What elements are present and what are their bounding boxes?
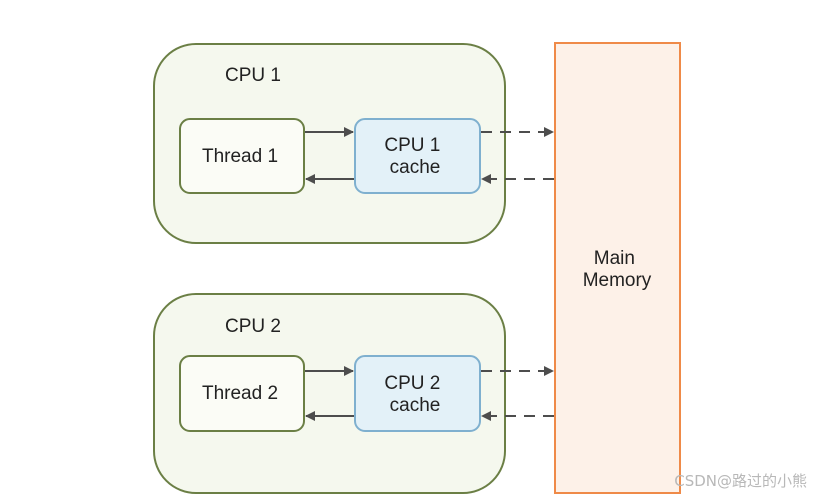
- main-memory: Main Memory: [554, 42, 681, 494]
- cpu2-group: CPU 2 Thread 2 CPU 2 cache: [153, 293, 554, 494]
- thread1-label: Thread 1: [202, 146, 278, 167]
- cpu1-cache-label-line-1: CPU 1: [384, 135, 440, 156]
- main-memory-label-line-1: Main: [594, 248, 635, 269]
- cpu1-cache-label-line-2: cache: [390, 157, 441, 178]
- cpu1-title: CPU 1: [225, 65, 281, 86]
- cpu2-cache-label-line-1: CPU 2: [384, 373, 440, 394]
- watermark-text: CSDN@路过的小熊: [674, 472, 807, 490]
- thread1-box: [179, 118, 305, 194]
- cpu2-container: [153, 293, 506, 494]
- cpu1-cache-label: CPU 1 cache: [384, 135, 445, 178]
- main-memory-label: Main Memory: [583, 248, 652, 291]
- thread2-box: [179, 355, 305, 432]
- cpu2-cache-label: CPU 2 cache: [384, 373, 445, 416]
- cpu2-cache-label-line-2: cache: [390, 395, 441, 416]
- cpu1-group: CPU 1 Thread 1 CPU 1 cache: [153, 43, 554, 244]
- thread2-label: Thread 2: [202, 383, 278, 404]
- main-memory-box: [554, 42, 681, 494]
- main-memory-label-line-2: Memory: [583, 270, 652, 291]
- cpu2-cache-box: [354, 355, 481, 432]
- cpu1-cache-box: [354, 118, 481, 194]
- cpu2-title: CPU 2: [225, 316, 281, 337]
